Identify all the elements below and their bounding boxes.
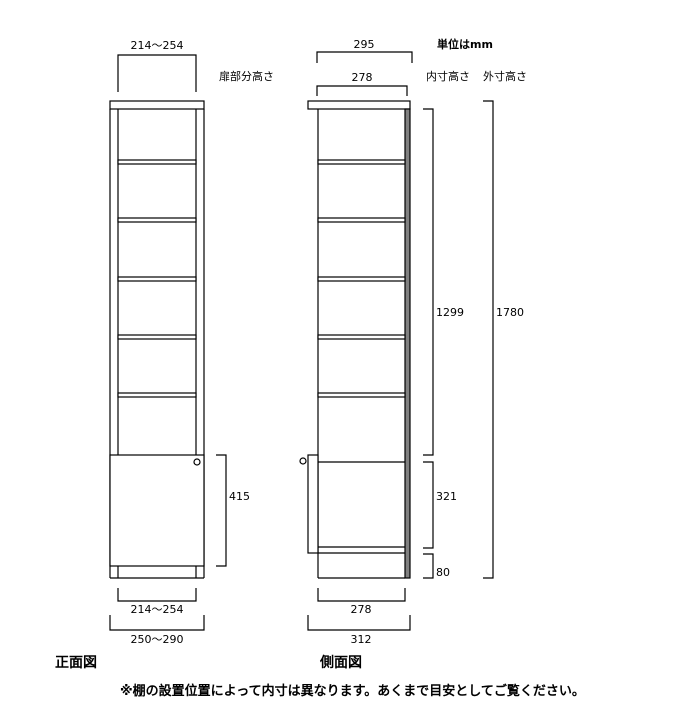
side-shelves [317, 159, 406, 398]
outer-height-label: 外寸高さ [483, 69, 527, 83]
shelf-board [317, 159, 406, 165]
side-bottom-outer-depth-bracket [307, 615, 411, 631]
plinth-height: 80 [436, 566, 450, 579]
outer-height-bracket [483, 100, 494, 579]
inner-height-lower: 321 [436, 490, 457, 503]
shelf-board [117, 334, 197, 340]
note: ※棚の設置位置によって内寸は異なります。あくまで目安としてご覧ください。 [120, 683, 585, 699]
side-outer-depth: 295 [354, 38, 375, 51]
shelf-board [317, 334, 406, 340]
side-view [299, 100, 411, 579]
shelf-board [117, 159, 197, 165]
front-bottom-outer-width-bracket [109, 615, 205, 631]
front-bottom-inner-width: 214～254 [131, 603, 184, 616]
side-inner-depth: 278 [352, 71, 373, 84]
side-inner-depth-bracket [316, 85, 408, 96]
shelf-board [117, 217, 197, 223]
unit-label: 単位はmm [437, 37, 493, 51]
door-knob [193, 458, 201, 466]
front-door [109, 454, 205, 567]
front-top-width-bracket [117, 54, 197, 92]
front-bottom-outer-width: 250～290 [131, 633, 184, 646]
shelf-board [317, 392, 406, 398]
front-bottom-inner-width-bracket [117, 588, 197, 602]
inner-height-upper: 1299 [436, 306, 464, 319]
side-view-title: 側面図 [319, 654, 362, 671]
side-door [307, 454, 319, 554]
door-height: 415 [229, 490, 250, 503]
door-height-bracket [216, 454, 227, 567]
side-outer-depth-bracket [316, 51, 413, 63]
shelf-board [317, 276, 406, 282]
front-view [109, 100, 205, 579]
inner-height-upper-bracket [423, 108, 434, 456]
door-knob-side [299, 457, 307, 465]
outer-height: 1780 [496, 306, 524, 319]
shelf-board [317, 217, 406, 223]
side-bottom-inner-depth-bracket [317, 588, 406, 602]
front-top-width: 214～254 [131, 39, 184, 52]
front-top-board [109, 100, 205, 110]
plinth-height-bracket [423, 553, 434, 579]
side-bottom-outer-depth: 312 [351, 633, 372, 646]
inner-height-label: 内寸高さ [426, 69, 470, 83]
shelf-board [117, 276, 197, 282]
side-top-board [307, 100, 411, 110]
front-view-title: 正面図 [55, 655, 97, 671]
inner-height-lower-bracket [423, 461, 434, 549]
side-bottom-inner-depth: 278 [351, 603, 372, 616]
shelf-board [117, 392, 197, 398]
door-height-label: 扉部分高さ [219, 69, 274, 83]
front-shelves [117, 159, 197, 398]
back-panel [404, 108, 411, 579]
